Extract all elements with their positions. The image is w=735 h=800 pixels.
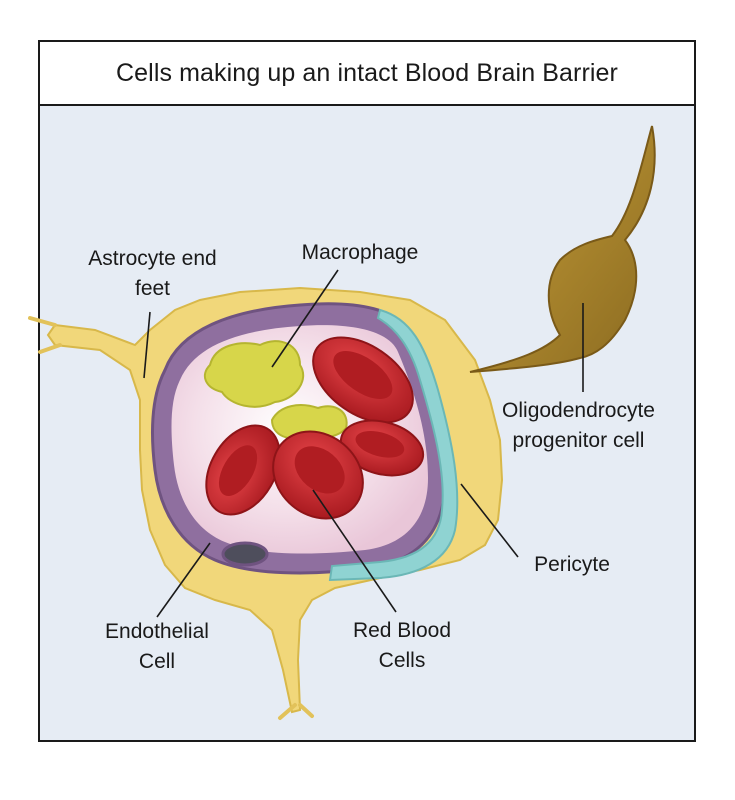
endothelial-leader-line	[156, 542, 211, 618]
pericyte-shape	[328, 308, 459, 582]
label-red-blood-cells: Red Blood Cells	[352, 619, 452, 672]
oligodendrocyte-shape	[469, 125, 656, 373]
title-bar: Cells making up an intact Blood Brain Ba…	[40, 42, 694, 106]
leader-lines	[143, 269, 584, 618]
label-macrophage: Macrophage	[301, 241, 419, 264]
label-oligodendrocyte-progenitor-cell: Oligodendrocyte progenitor cell	[502, 399, 655, 452]
macrophage-leader-line	[271, 269, 339, 368]
red-blood-cells-leader-line	[312, 489, 397, 613]
red-blood-cell-shapes	[205, 336, 425, 520]
diagram-title: Cells making up an intact Blood Brain Ba…	[116, 58, 618, 87]
pericyte-leader-line	[460, 483, 519, 558]
label-endothelial-cell: Endothelial Cell	[105, 620, 209, 673]
label-pericyte: Pericyte	[534, 553, 610, 576]
label-astrocyte-end-feet: Astrocyte end feet	[88, 247, 217, 300]
astrocyte-leader-line	[143, 311, 151, 379]
